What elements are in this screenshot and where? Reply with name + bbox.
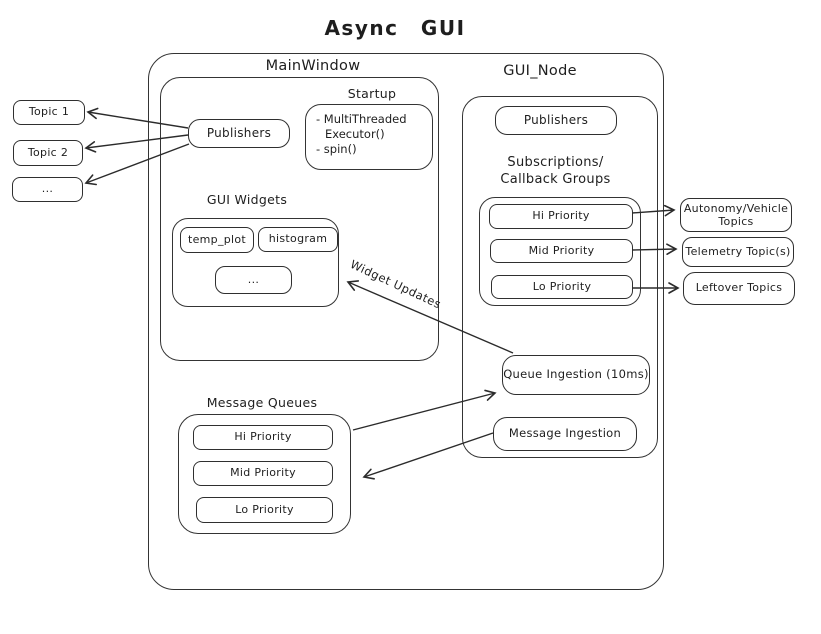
startup-line-2: Executor(): [325, 127, 385, 141]
widget-temp-plot-label: temp_plot: [187, 232, 247, 246]
gui-node-label: GUI_Node: [503, 63, 577, 79]
queue-mid-priority-label: Mid Priority: [230, 466, 296, 480]
queue-ingestion-node: Queue Ingestion (10ms): [502, 355, 650, 395]
queue-hi-priority-label: Hi Priority: [234, 430, 292, 444]
topic-1-label: Topic 1: [28, 105, 70, 119]
widget-histogram-label: histogram: [268, 232, 328, 246]
leftover-topics-label: Leftover Topics: [695, 281, 783, 295]
message-ingestion-node: Message Ingestion: [493, 417, 637, 451]
subscription-mid-priority-label: Mid Priority: [528, 243, 595, 257]
subscription-lo-priority-label: Lo Priority: [532, 279, 592, 293]
mainwindow-publishers-node: Publishers: [188, 119, 290, 148]
subscriptions-label: Subscriptions/ Callback Groups: [473, 154, 638, 188]
startup-label: Startup: [347, 86, 397, 101]
queue-hi-priority-node: Hi Priority: [193, 425, 333, 450]
gui-node-box: [462, 96, 658, 458]
topic-2-label: Topic 2: [27, 145, 69, 159]
gui-node-publishers-node: Publishers: [495, 106, 617, 135]
topic-more-label: ...: [41, 182, 54, 196]
subscriptions-label-line1: Subscriptions/: [507, 155, 604, 170]
widget-more-node: ...: [215, 266, 292, 294]
subscriptions-box: [479, 197, 641, 306]
widget-more-label: ...: [247, 272, 260, 286]
message-ingestion-label: Message Ingestion: [508, 426, 622, 441]
subscription-mid-priority-node: Mid Priority: [490, 239, 633, 263]
subscription-lo-priority-node: Lo Priority: [491, 275, 633, 299]
queue-ingestion-label: Queue Ingestion (10ms): [503, 367, 649, 382]
topic-more-node: ...: [12, 177, 83, 202]
message-queues-box: [178, 414, 351, 534]
topic-1-node: Topic 1: [13, 100, 85, 125]
queue-lo-priority-label: Lo Priority: [235, 502, 294, 516]
topic-2-node: Topic 2: [13, 140, 83, 166]
system-frame: [148, 53, 664, 590]
widget-histogram-node: histogram: [258, 227, 338, 252]
leftover-topics-node: Leftover Topics: [683, 272, 795, 305]
widget-temp-plot-node: temp_plot: [180, 227, 254, 253]
startup-line-3: - spin(): [316, 142, 357, 156]
subscriptions-label-line2: Callback Groups: [500, 172, 611, 187]
subscription-hi-priority-label: Hi Priority: [532, 209, 590, 223]
queue-mid-priority-node: Mid Priority: [193, 461, 333, 486]
mainwindow-publishers-label: Publishers: [206, 125, 272, 140]
startup-box: - MultiThreaded Executor() - spin(): [305, 104, 433, 170]
mainwindow-box: [160, 77, 439, 361]
autonomy-vehicle-topics-label: Autonomy/Vehicle Topics: [683, 202, 789, 228]
message-queues-label: Message Queues: [206, 395, 318, 410]
gui-node-publishers-label: Publishers: [523, 112, 589, 127]
startup-line-1: - MultiThreaded: [316, 112, 407, 126]
subscription-hi-priority-node: Hi Priority: [489, 204, 633, 229]
mainwindow-label: MainWindow: [265, 58, 361, 74]
diagram-title: Async GUI: [324, 16, 466, 40]
gui-widgets-box: [172, 218, 339, 307]
telemetry-topics-label: Telemetry Topic(s): [685, 244, 791, 258]
queue-lo-priority-node: Lo Priority: [196, 497, 333, 523]
autonomy-vehicle-topics-node: Autonomy/Vehicle Topics: [680, 198, 792, 232]
telemetry-topics-node: Telemetry Topic(s): [682, 237, 794, 267]
gui-widgets-label: GUI Widgets: [206, 192, 288, 207]
